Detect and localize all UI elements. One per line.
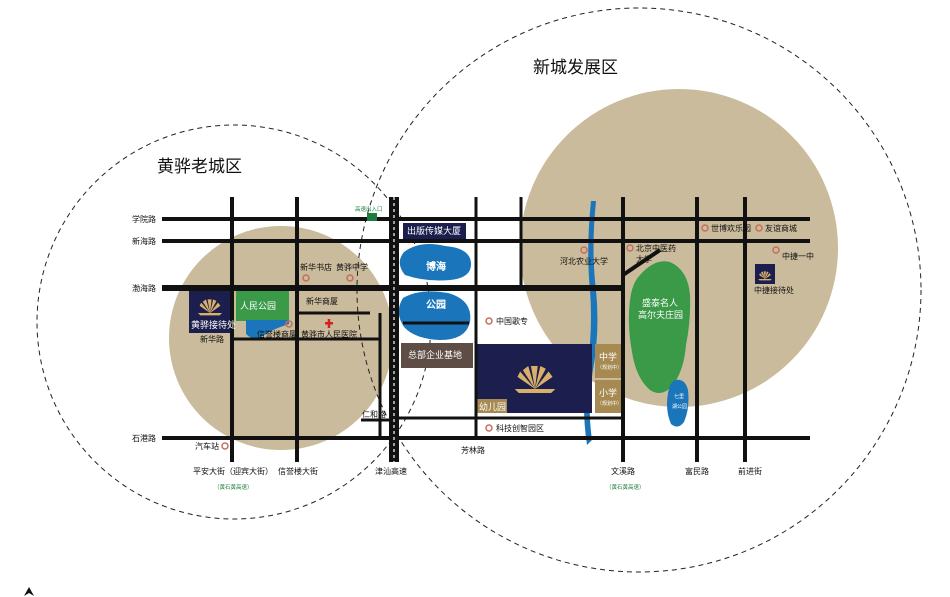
poi-middle-school: 中学	[599, 351, 617, 363]
kindergarten-block	[477, 399, 507, 413]
people-park	[236, 289, 289, 321]
hospital-cross-icon	[325, 319, 333, 328]
road-label-fumin: 富民路	[685, 466, 709, 476]
poi-lake-park-1: 七里	[674, 393, 684, 400]
poi-golf-2: 高尔夫庄园	[638, 309, 683, 321]
jinshan-expressway	[389, 197, 399, 462]
poi-huanghua-middle: 黄骅中学	[336, 262, 368, 272]
bohai-lake-2	[398, 291, 471, 340]
poi-primary-school: 小学	[599, 387, 617, 399]
primary-school-block	[595, 380, 621, 413]
poi-reception-right: 中捷接待处	[754, 285, 794, 295]
publishing-block	[403, 223, 466, 239]
north-arrow-icon	[24, 587, 34, 596]
poi-kindergarten: 幼儿园	[479, 401, 506, 413]
poi-people-park: 人民公园	[240, 301, 276, 312]
expressway-exit-marker	[367, 213, 377, 221]
lake-park-water	[667, 379, 689, 427]
poi-xinhua-books: 新华书店	[300, 262, 332, 272]
road-label-xinhua: 新华路	[200, 334, 224, 344]
road-label-xinyu: 信誉楼大街	[278, 466, 318, 476]
poi-ring-icons	[221, 224, 780, 450]
poi-tcm-univ-2: 大学	[636, 254, 652, 264]
poi-zhongjie-school: 中捷一中	[782, 251, 814, 261]
poi-hq-base: 总部企业基地	[408, 349, 462, 361]
poi-hebei-agri: 河北农业大学	[560, 256, 608, 266]
poi-xinhua-plaza: 新华商厦	[306, 296, 338, 306]
road-label-qianjin: 前进街	[738, 466, 762, 476]
poi-publishing: 出版传媒大厦	[407, 225, 461, 237]
middle-school-block	[595, 344, 621, 378]
road-label-fanglin: 芳林路	[461, 445, 485, 455]
poi-lake-park-2: 湖公园	[672, 403, 687, 410]
poi-tcm-univ-1: 北京中医药	[636, 243, 676, 253]
poi-amusement: 世博欢乐园	[711, 223, 751, 233]
road-label-huangshi-right: （黄石黄高速）	[606, 483, 645, 491]
poi-reception-left: 黄骅接待处	[191, 319, 236, 331]
poi-xinyu-building: 信誉楼商厦	[257, 329, 297, 339]
poi-hospital: 黄骅市人民医院	[301, 329, 357, 339]
poi-tech-park: 科技创智园区	[496, 423, 544, 433]
road-label-xinhai: 新海路	[132, 236, 156, 246]
road-label-pingan: 平安大街（迎宾大街）	[193, 466, 273, 476]
expressway-exit-label: 高速出入口	[355, 205, 383, 213]
old-city-title: 黄骅老城区	[157, 157, 242, 177]
road-label-bohai: 渤海路	[132, 283, 156, 293]
road-label-renhe: 仁和路	[362, 409, 386, 419]
road-label-shigang: 石港路	[132, 433, 156, 443]
new-city-title: 新城发展区	[533, 58, 618, 78]
road-label-huangshi-left: （黄石黄高速）	[214, 483, 253, 491]
poi-middle-school-sub: （规划中）	[597, 364, 622, 371]
poi-bohai-park-1: 博海	[426, 260, 446, 273]
golf-course	[628, 261, 691, 394]
poi-bohai-park-2: 公园	[426, 299, 446, 311]
poi-zhongguo-zhuan: 中国歌专	[496, 316, 528, 326]
road-label-wenxi: 文溪路	[611, 466, 635, 476]
park-water	[246, 320, 289, 339]
poi-primary-school-sub: （规划中）	[597, 400, 622, 407]
hq-base-block	[401, 343, 473, 368]
road-label-jinshan: 津汕高速	[375, 466, 407, 476]
bohai-lake-1	[399, 244, 472, 281]
poi-youyi-mall: 友谊商城	[765, 223, 797, 233]
poi-golf-1: 盛泰名人	[642, 297, 678, 309]
poi-bus-station: 汽车站	[195, 441, 219, 451]
road-label-xueyuan: 学院路	[132, 214, 156, 224]
